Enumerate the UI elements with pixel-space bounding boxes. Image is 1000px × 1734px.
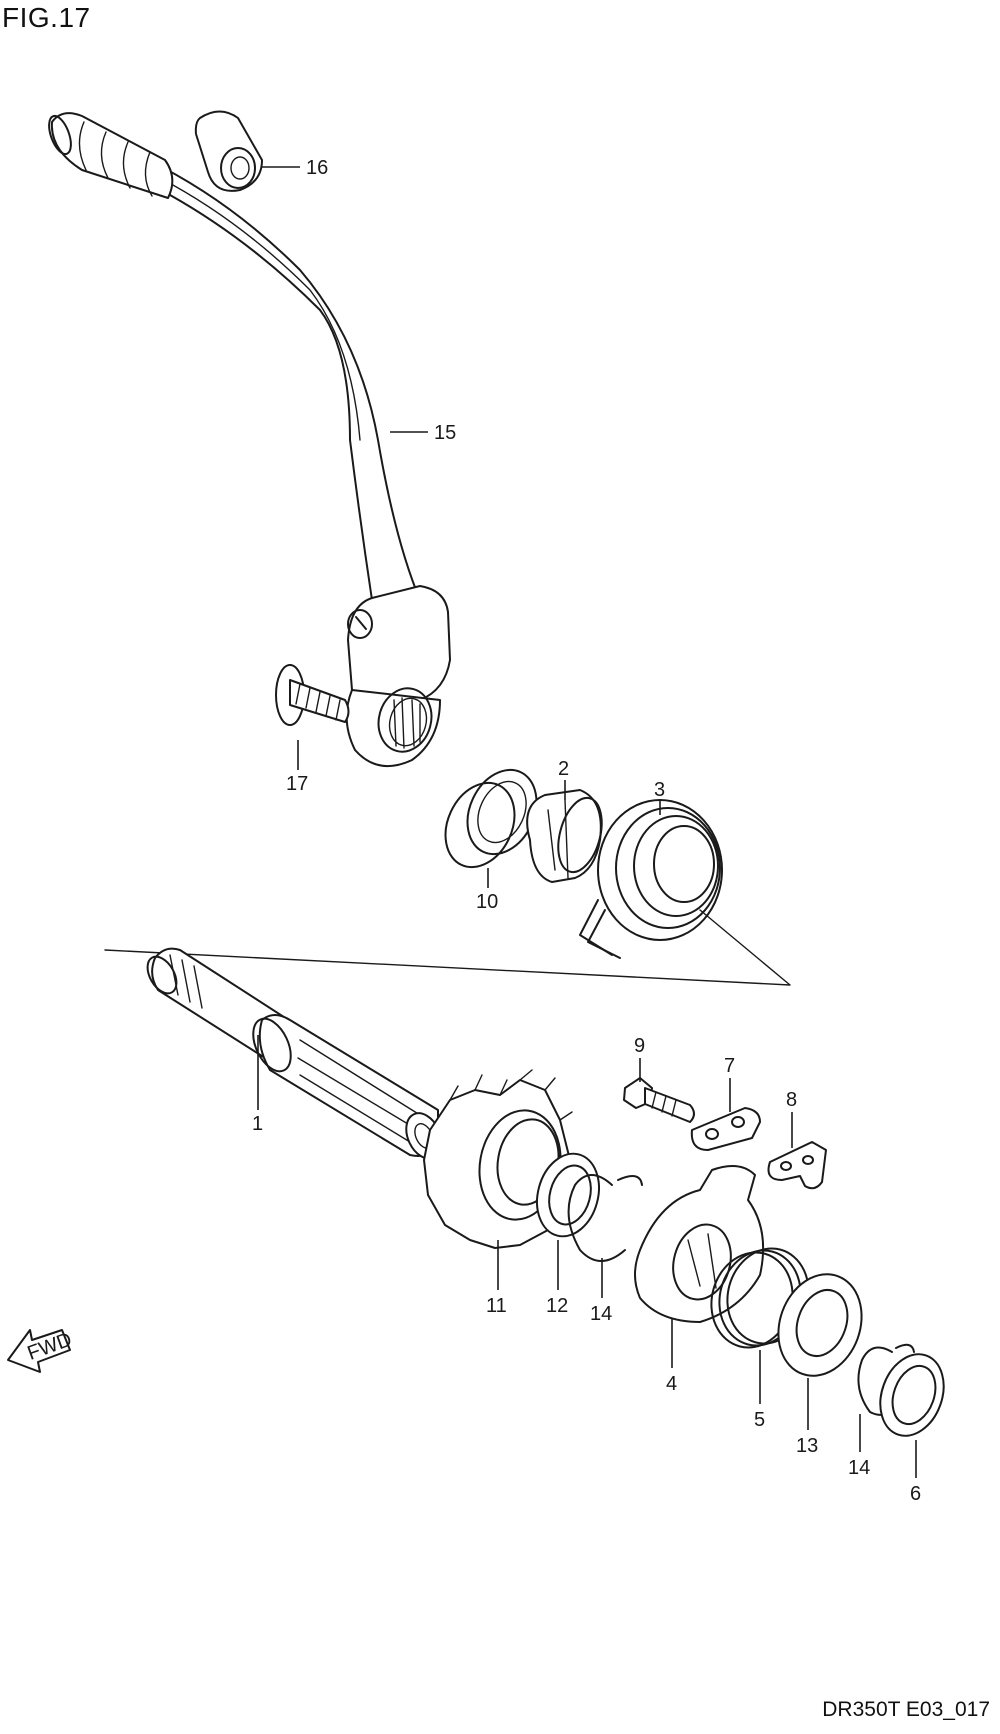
callout-2: 2 — [558, 758, 569, 780]
callout-12: 12 — [546, 1295, 568, 1317]
ratchet-part-4 — [634, 1165, 765, 1323]
washer-part-12 — [536, 1152, 600, 1238]
callout-16: 16 — [306, 157, 328, 179]
callout-1: 1 — [252, 1113, 263, 1135]
figure-title: FIG.17 — [2, 2, 91, 33]
callout-15: 15 — [434, 422, 456, 444]
callout-9: 9 — [634, 1035, 645, 1057]
assembly-guide-line — [104, 909, 791, 986]
callout-5: 5 — [754, 1409, 765, 1431]
kick-lever-part-15 — [48, 112, 451, 767]
callout-3: 3 — [654, 779, 665, 801]
callout-13: 13 — [796, 1435, 818, 1457]
forward-direction-arrow: FWD — [7, 1329, 75, 1373]
leader-lines — [257, 166, 917, 1478]
plate-part-8 — [767, 1141, 827, 1190]
washer-part-13 — [777, 1273, 863, 1377]
callout-4: 4 — [666, 1373, 677, 1395]
plate-part-7 — [690, 1107, 761, 1151]
fwd-label: FWD — [24, 1329, 74, 1365]
callout-6: 6 — [910, 1483, 921, 1505]
washer-part-6 — [879, 1353, 945, 1437]
figure-code: DR350T E03_017 — [822, 1698, 990, 1721]
callout-11: 11 — [486, 1295, 507, 1317]
callout-labels: 16 15 17 10 2 3 1 11 12 14 4 5 13 14 6 9… — [252, 157, 921, 1505]
callout-14-b: 14 — [848, 1457, 870, 1479]
bolt-part-17 — [275, 664, 350, 726]
callout-14-a: 14 — [590, 1303, 612, 1325]
guide-part-2 — [526, 789, 603, 883]
grip-cap-part-16 — [194, 110, 263, 192]
callout-8: 8 — [786, 1089, 797, 1111]
kick-shaft-part-1 — [146, 947, 443, 1160]
callout-7: 7 — [724, 1055, 735, 1077]
circlip-part-14-a — [567, 1174, 643, 1262]
bolt-part-9 — [623, 1077, 695, 1123]
callout-17: 17 — [286, 773, 308, 795]
kick-gear-part-11 — [423, 1069, 573, 1249]
callout-10: 10 — [476, 891, 498, 913]
